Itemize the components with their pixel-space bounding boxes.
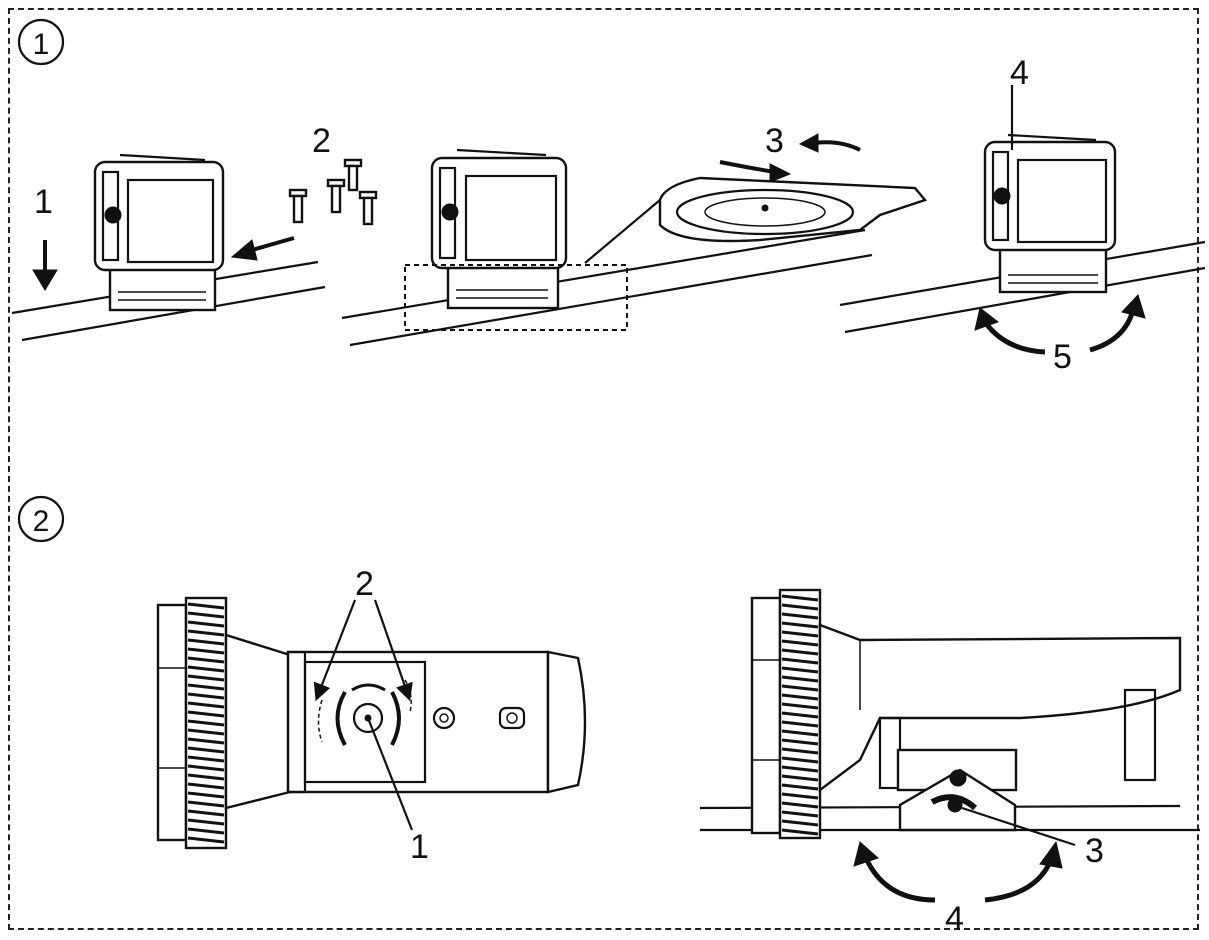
rotate-arrows-step-3 (719, 133, 861, 183)
panel2-step-3-label: 3 (1085, 832, 1104, 870)
step-1-label: 1 (34, 183, 53, 221)
step-5-label: 5 (1053, 338, 1072, 376)
step-1-leader (366, 717, 414, 831)
section-marker-1: 1 (17, 18, 65, 66)
camera-illuminator-3 (983, 133, 1117, 294)
svg-text:1: 1 (33, 28, 50, 61)
step-3-label: 3 (765, 122, 784, 160)
section-marker-2: 2 (17, 495, 65, 543)
zoom-highlight-box (404, 264, 628, 331)
panel2-step-1-label: 1 (410, 828, 429, 866)
illuminator-side-view (699, 588, 1200, 840)
step-2-label: 2 (312, 122, 331, 160)
zoom-callout-line (584, 199, 661, 264)
arrow-down (32, 240, 58, 291)
rotate-arrows-step-5 (974, 294, 1146, 355)
svg-text:2: 2 (33, 505, 50, 538)
diagram-frame (8, 8, 1199, 930)
camera-illuminator-2 (430, 148, 568, 310)
step-3-leader (961, 806, 1076, 847)
screws (288, 158, 378, 226)
panel2-step-2-label: 2 (355, 565, 374, 603)
panel2-step-4-label: 4 (945, 900, 964, 938)
rotate-arrows-panel2 (853, 840, 1063, 903)
illuminator-top-view (156, 596, 587, 850)
arrow-left (230, 236, 295, 261)
rail-middle (341, 228, 873, 347)
step-2-leaders (313, 599, 413, 702)
step-4-label: 4 (1010, 54, 1029, 92)
camera-illuminator-1 (93, 153, 225, 312)
bracket-plate-detail (658, 176, 928, 243)
